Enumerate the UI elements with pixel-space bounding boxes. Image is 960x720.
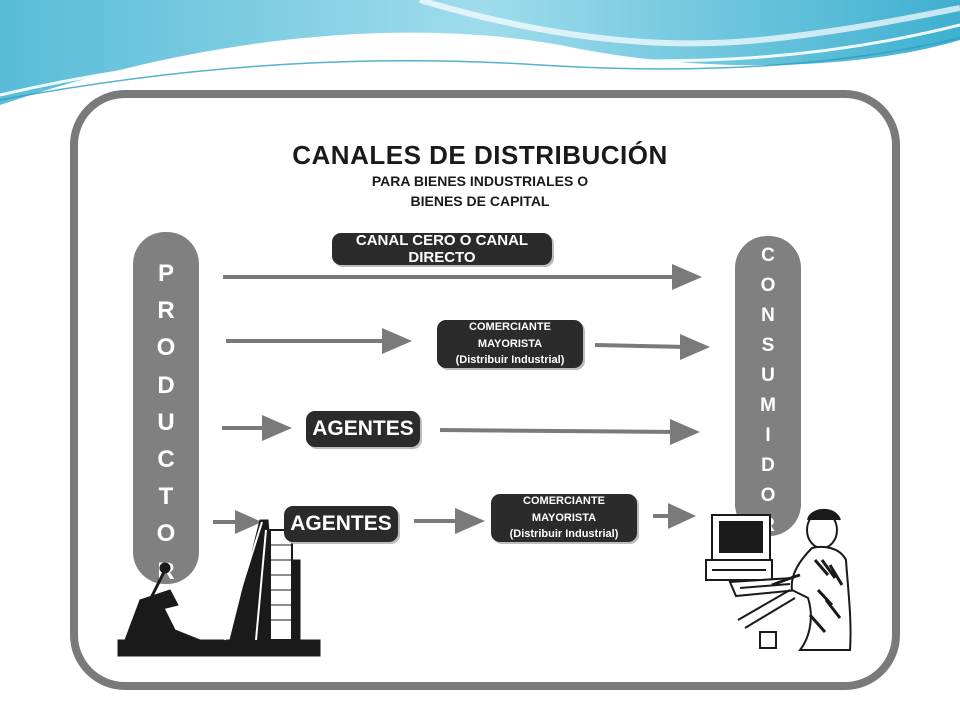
- producer-letter: D: [157, 371, 175, 399]
- consumer-letter: M: [760, 395, 776, 416]
- agents-box-1: AGENTES: [306, 411, 420, 447]
- consumer-letter: O: [760, 275, 776, 296]
- wholesaler-box-2-sub: (Distribuir Industrial): [509, 528, 619, 541]
- arrow-wholesaler-to-consumer: [594, 343, 689, 349]
- consumer-letter: S: [761, 335, 775, 356]
- wholesaler-box-2: COMERCIANTE MAYORISTA (Distribuir Indust…: [491, 494, 637, 542]
- computer-user-illustration: [705, 508, 852, 651]
- arrowhead-producer-to-wholesaler: [382, 328, 412, 354]
- agents-box-1-label: AGENTES: [312, 417, 414, 440]
- producer-letter: O: [156, 334, 176, 362]
- consumer-letter: C: [761, 245, 775, 266]
- consumer-letter: I: [765, 425, 771, 446]
- header-wave: [0, 0, 960, 105]
- agents-box-2: AGENTES: [284, 506, 398, 542]
- channel-direct-box: CANAL CERO O CANAL DIRECTO: [332, 232, 552, 266]
- diagram-subtitle-line2: BIENES DE CAPITAL: [410, 193, 550, 209]
- consumer-letter: U: [761, 365, 775, 386]
- producer-label: PRODUCTOR: [133, 262, 199, 597]
- arrowhead-direct: [672, 264, 702, 290]
- producer-letter: R: [157, 297, 175, 325]
- producer-letter: C: [157, 445, 175, 473]
- arrowhead-producer-to-agents: [262, 415, 292, 441]
- producer-letter: U: [157, 408, 175, 436]
- channel-direct-label: CANAL CERO O CANAL DIRECTO: [355, 232, 529, 266]
- arrowhead-wholesaler-to-consumer: [680, 334, 710, 360]
- arrowhead-agents-to-wholesaler: [455, 508, 485, 534]
- consumer-letter: N: [761, 305, 775, 326]
- producer-letter: T: [158, 483, 174, 511]
- consumer-letter: D: [761, 455, 775, 476]
- wholesaler-box-1-label: COMERCIANTE MAYORISTA: [469, 321, 551, 350]
- arrowhead-agents-to-consumer: [670, 419, 700, 445]
- factory-illustration: [117, 519, 321, 657]
- producer-letter: O: [156, 520, 176, 548]
- diagram-subtitle-line1: PARA BIENES INDUSTRIALES O: [371, 173, 589, 189]
- wholesaler-box-1: COMERCIANTE MAYORISTA (Distribuir Indust…: [437, 320, 583, 368]
- agents-box-2-label: AGENTES: [290, 512, 392, 535]
- consumer-bar: CONSUMIDOR: [735, 236, 801, 536]
- arrow-agents-to-consumer: [439, 428, 679, 434]
- wholesaler-box-1-sub: (Distribuir Industrial): [455, 354, 565, 367]
- consumer-letter: O: [760, 485, 776, 506]
- producer-letter: P: [157, 260, 174, 287]
- producer-bar: PRODUCTOR: [133, 232, 199, 584]
- wholesaler-box-2-label: COMERCIANTE MAYORISTA: [523, 495, 605, 524]
- arrowhead-producer-to-agents-2: [235, 510, 262, 534]
- arrowhead-wholesaler-to-consumer-2: [668, 503, 696, 529]
- diagram-title: CANALES DE DISTRIBUCIÓN: [292, 140, 668, 170]
